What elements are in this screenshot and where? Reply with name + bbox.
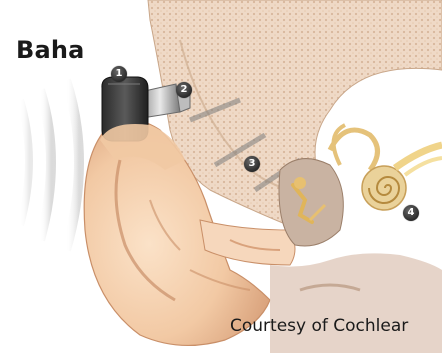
middle-ear (279, 159, 343, 246)
marker-1: 1 (111, 66, 127, 82)
marker-4: 4 (403, 205, 419, 221)
marker-2: 2 (176, 82, 192, 98)
sound-waves (20, 80, 79, 250)
lower-tissue (270, 253, 442, 353)
inner-ear (330, 125, 442, 210)
image-credit: Courtesy of Cochlear (230, 316, 408, 336)
marker-3: 3 (244, 156, 260, 172)
figure-title: Baha (16, 36, 85, 64)
